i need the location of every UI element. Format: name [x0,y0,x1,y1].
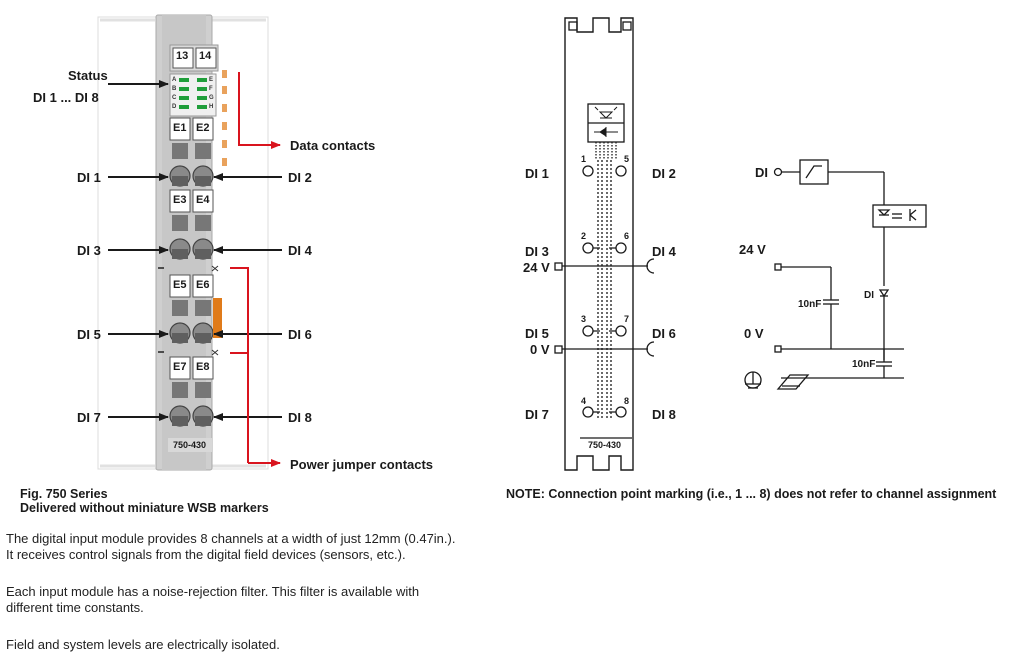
di2-mid-label: DI 2 [652,166,676,181]
di2-left-label: DI 2 [288,170,312,185]
connection-note: NOTE: Connection point marking (i.e., 1 … [506,487,997,501]
pin-5: 5 [624,154,630,164]
entry-e7: E7 [173,361,187,373]
di1-left-label: DI 1 [77,170,101,185]
capacitor-1-label: 10nF [798,299,822,310]
di8-mid-label: DI 8 [652,407,676,422]
led-letter-d: D [172,104,177,110]
marker-number-14: 14 [199,50,212,62]
schematic-di-label: DI [755,165,768,180]
di1-mid-label: DI 1 [525,166,549,181]
module-number-left: 750-430 [173,440,207,450]
connection-diagram [554,17,655,471]
led-letter-b: B [172,86,177,92]
di7-left-label: DI 7 [77,410,101,425]
di4-left-label: DI 4 [288,243,312,258]
input-schematic [744,159,927,390]
marker-number-13: 13 [176,50,189,62]
description-line-5: Field and system levels are electrically… [6,637,280,652]
led-letter-g: G [209,95,214,101]
entry-e8: E8 [196,361,210,373]
description-line-3: Each input module has a noise-rejection … [6,584,420,599]
description-line-4: different time constants. [6,600,144,615]
di5-left-label: DI 5 [77,327,101,342]
di4-mid-label: DI 4 [652,244,676,259]
led-letter-f: F [209,86,213,92]
di3-left-label: DI 3 [77,243,101,258]
v0-mid-label: 0 V [530,342,550,357]
module-number-mid: 750-430 [588,440,622,450]
status-range-label: DI 1 ... DI 8 [33,90,99,105]
di6-left-label: DI 6 [288,327,312,342]
pin-8: 8 [624,396,630,406]
schematic-0v-label: 0 V [744,326,764,341]
led-letter-h: H [209,104,214,110]
description-line-2: It receives control signals from the dig… [6,547,406,562]
status-label: Status [68,68,108,83]
di7-mid-label: DI 7 [525,407,549,422]
led-letter-e: E [209,77,214,83]
pin-7: 7 [624,314,630,324]
led-letter-a: A [172,77,177,83]
di5-mid-label: DI 5 [525,326,549,341]
entry-e3: E3 [173,194,187,206]
entry-e1: E1 [173,122,187,134]
v24-mid-label: 24 V [523,260,550,275]
schematic-24v-label: 24 V [739,242,766,257]
pin-4: 4 [581,396,587,406]
data-contacts-label: Data contacts [290,138,376,153]
pin-6: 6 [624,231,630,241]
entry-e4: E4 [196,194,210,206]
pin-3: 3 [581,314,587,324]
pin-1: 1 [581,154,587,164]
di3-mid-label: DI 3 [525,244,549,259]
led-letter-c: C [172,95,177,101]
caption-line2: Delivered without miniature WSB markers [20,501,269,515]
power-jumper-contacts-label: Power jumper contacts [290,457,434,472]
description-line-1: The digital input module provides 8 chan… [6,531,456,546]
capacitor-2-label: 10nF [852,359,876,370]
caption-line1: Fig. 750 Series [20,487,108,501]
pin-2: 2 [581,231,587,241]
module-illustration [97,14,269,471]
entry-e5: E5 [173,279,187,291]
entry-e6: E6 [196,279,210,291]
di6-mid-label: DI 6 [652,326,676,341]
led-di-label: DI [864,290,874,301]
entry-e2: E2 [196,122,210,134]
figure-caption: Fig. 750 Series Delivered without miniat… [20,487,269,515]
di8-left-label: DI 8 [288,410,312,425]
